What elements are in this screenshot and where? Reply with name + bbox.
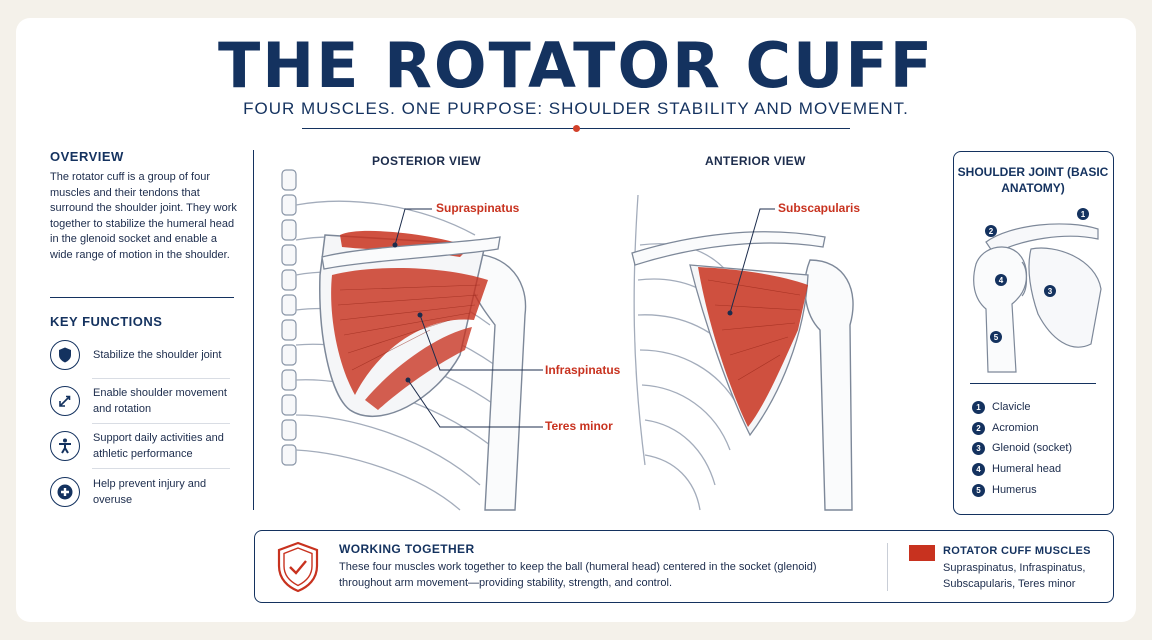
- posterior-acromion: [321, 236, 501, 270]
- legend-number: 3: [972, 442, 985, 455]
- posterior-view-title: POSTERIOR VIEW: [372, 154, 481, 168]
- function-divider: [92, 423, 230, 424]
- infraspinatus-muscle: [331, 268, 488, 395]
- legend-label: Clavicle: [992, 401, 1031, 413]
- posterior-spine: [281, 169, 297, 466]
- function-item: Support daily activities and athletic pe…: [50, 431, 230, 475]
- teres-minor-label: Teres minor: [545, 419, 613, 433]
- left-divider: [50, 297, 234, 298]
- subtitle-dot: [573, 125, 580, 132]
- svg-text:4: 4: [999, 276, 1004, 285]
- joint-divider: [970, 383, 1096, 384]
- rotator-cuff-legend-heading: ROTATOR CUFF MUSCLES: [943, 545, 1091, 557]
- anterior-humerus: [804, 259, 854, 511]
- legend-number: 5: [972, 484, 985, 497]
- shield-check-icon: [277, 541, 319, 593]
- working-together-text: These four muscles work together to keep…: [339, 561, 817, 589]
- function-divider: [92, 378, 230, 379]
- overview-heading: OVERVIEW: [50, 149, 124, 164]
- legend-label: Glenoid (socket): [992, 442, 1073, 454]
- legend-number: 2: [972, 422, 985, 435]
- overview-text: The rotator cuff is a group of four musc…: [50, 171, 237, 261]
- function-item: Enable shoulder movement and rotation: [50, 386, 230, 430]
- supraspinatus-label: Supraspinatus: [436, 201, 520, 215]
- rotator-cuff-legend-text: Supraspinatus, Infraspinatus, Subscapula…: [943, 562, 1086, 590]
- legend-label: Acromion: [992, 422, 1039, 434]
- column-divider: [253, 150, 254, 510]
- shoulder-joint-panel: SHOULDER JOINT (BASIC ANATOMY) 1 2 3 4 5…: [953, 151, 1114, 515]
- athlete-icon: [50, 431, 80, 461]
- function-item: Stabilize the shoulder joint: [50, 340, 230, 384]
- page-title: THE ROTATOR CUFF: [217, 29, 935, 102]
- anterior-clavicle: [631, 231, 826, 266]
- function-divider: [92, 468, 230, 469]
- legend-number: 4: [972, 463, 985, 476]
- infraspinatus-label: Infraspinatus: [545, 363, 621, 377]
- function-item: Help prevent injury and overuse: [50, 477, 230, 521]
- muscle-color-swatch: [909, 545, 935, 561]
- shoulder-joint-title: SHOULDER JOINT (BASIC ANATOMY): [957, 165, 1109, 195]
- legend-number: 1: [972, 401, 985, 414]
- anterior-view-title: ANTERIOR VIEW: [705, 154, 806, 168]
- infographic-card: [16, 18, 1136, 622]
- medical-cross-icon: [50, 477, 80, 507]
- svg-text:3: 3: [1048, 287, 1053, 296]
- rotation-arrows-icon: [50, 386, 80, 416]
- teres-minor-muscle: [365, 327, 472, 410]
- svg-text:1: 1: [1081, 210, 1086, 219]
- shield-icon: [50, 340, 80, 370]
- working-together-heading: WORKING TOGETHER: [339, 542, 475, 556]
- shoulder-illustrations: [281, 169, 854, 511]
- shoulder-joint-illustration: 1 2 3 4 5: [973, 208, 1102, 373]
- subscapularis-muscle: [698, 267, 808, 427]
- working-together-panel: WORKING TOGETHER These four muscles work…: [254, 530, 1114, 603]
- function-label: Enable shoulder movement and rotation: [93, 387, 227, 415]
- subscapularis-label: Subscapularis: [778, 201, 861, 215]
- key-functions-heading: KEY FUNCTIONS: [50, 314, 163, 329]
- joint-markers: 1 2 3 4 5: [985, 208, 1089, 343]
- legend-label: Humerus: [992, 484, 1037, 496]
- function-label: Stabilize the shoulder joint: [93, 349, 222, 361]
- svg-text:2: 2: [989, 227, 994, 236]
- legend-label: Humeral head: [992, 463, 1062, 475]
- function-label: Support daily activities and athletic pe…: [93, 432, 224, 460]
- function-label: Help prevent injury and overuse: [93, 478, 207, 506]
- bottom-divider: [887, 543, 888, 591]
- svg-text:5: 5: [994, 333, 999, 342]
- page-subtitle: FOUR MUSCLES. ONE PURPOSE: SHOULDER STAB…: [243, 99, 909, 118]
